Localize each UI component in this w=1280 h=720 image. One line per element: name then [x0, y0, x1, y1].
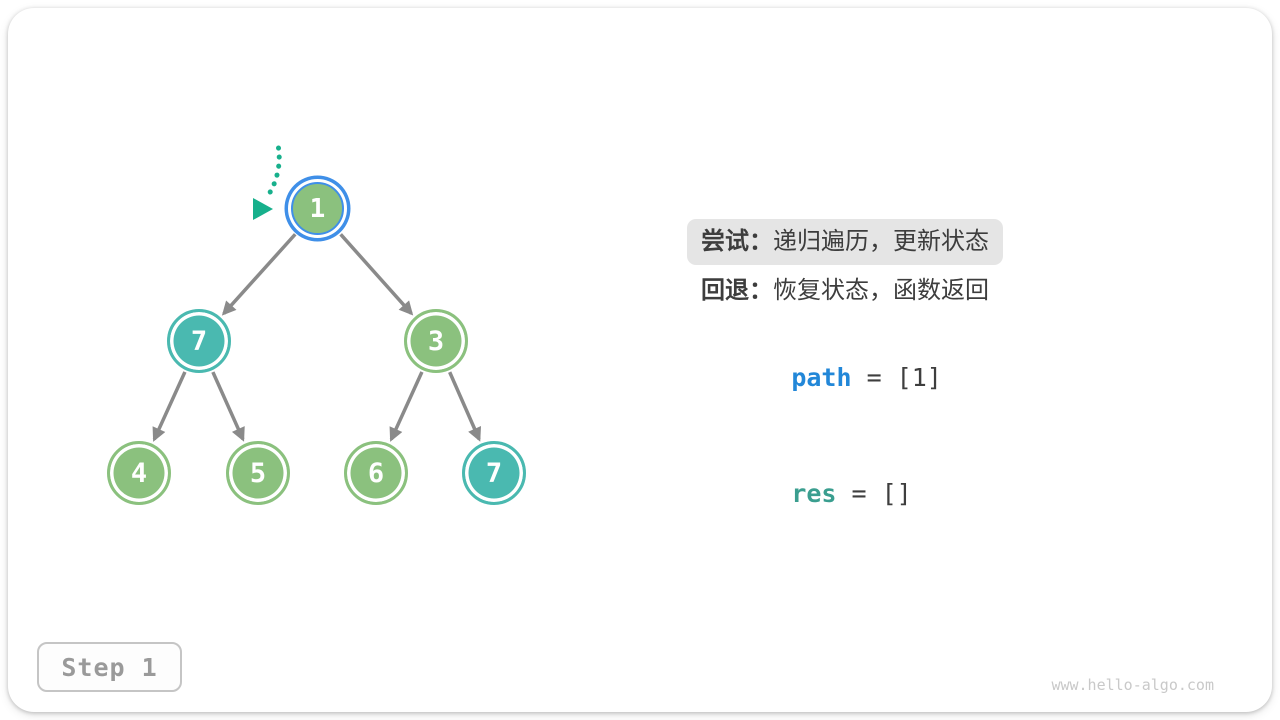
tree-edge-n3-n6 — [389, 371, 424, 442]
backtrack-label: 回退： — [701, 277, 773, 304]
step-indicator: Step 1 — [37, 642, 182, 692]
tree-edge-n1-n7l — [221, 233, 297, 316]
tree-node-n4: 4 — [107, 441, 171, 505]
tree-edge-n3-n7r — [448, 371, 482, 442]
path-variable-name: path — [791, 363, 852, 392]
res-variable-name: res — [791, 479, 837, 508]
tree-edge-n1-n3 — [339, 233, 414, 316]
step-label: Step 1 — [61, 652, 158, 682]
try-label: 尝试： — [701, 228, 773, 255]
tree-node-n7r: 7 — [462, 441, 526, 505]
tree-edge-n7l-n5 — [211, 371, 245, 442]
backtrack-annotation: 回退：恢复状态，函数返回 — [701, 276, 989, 306]
try-annotation: 尝试：递归遍历，更新状态 — [687, 219, 1003, 265]
pointer-dotted-trail — [264, 145, 282, 200]
try-text: 递归遍历，更新状态 — [773, 228, 989, 255]
backtrack-text: 恢复状态，函数返回 — [773, 277, 989, 304]
tree-node-n6: 6 — [344, 441, 408, 505]
pointer-arrowhead — [253, 198, 273, 220]
tree-edge-n7l-n4 — [152, 371, 187, 442]
tree-node-n3: 3 — [404, 309, 468, 373]
tree-node-n1-current: 1 — [291, 182, 344, 235]
path-variable-line: path = [1] — [701, 327, 942, 392]
watermark-url: www.hello-algo.com — [1051, 676, 1214, 694]
tree-node-n7l: 7 — [167, 309, 231, 373]
res-variable-line: res = [] — [701, 443, 911, 508]
res-variable-value: = [] — [836, 479, 912, 508]
tree-node-n5: 5 — [226, 441, 290, 505]
path-variable-value: = [1] — [851, 363, 942, 392]
tree-edges — [152, 233, 482, 442]
current-node-pointer-arrow-icon — [253, 145, 282, 220]
